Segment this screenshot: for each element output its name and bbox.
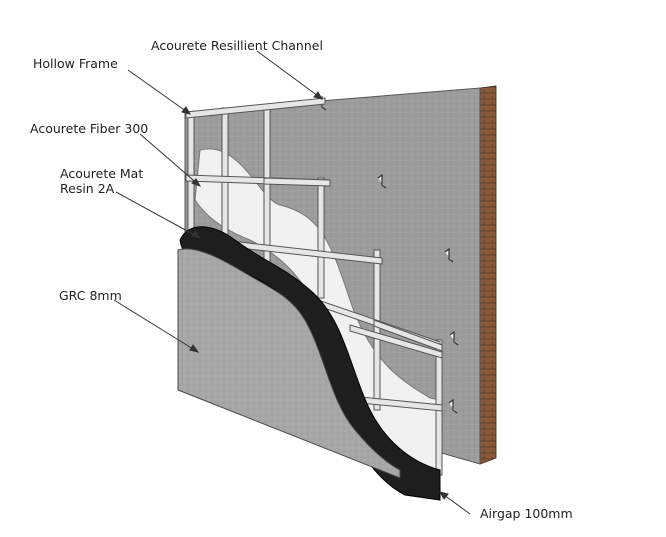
- label-resilient-channel: Acourete Resillient Channel: [151, 38, 323, 53]
- leader-lines: [113, 50, 471, 515]
- brick-edge: [479, 85, 497, 465]
- label-fiber: Acourete Fiber 300: [30, 121, 149, 136]
- label-airgap: Airgap 100mm: [480, 506, 573, 521]
- label-mat-resin: Acourete Mat Resin 2A: [60, 166, 144, 196]
- grc-panel: [177, 248, 401, 479]
- label-hollow-frame: Hollow Frame: [33, 56, 118, 71]
- label-grc: GRC 8mm: [59, 288, 122, 303]
